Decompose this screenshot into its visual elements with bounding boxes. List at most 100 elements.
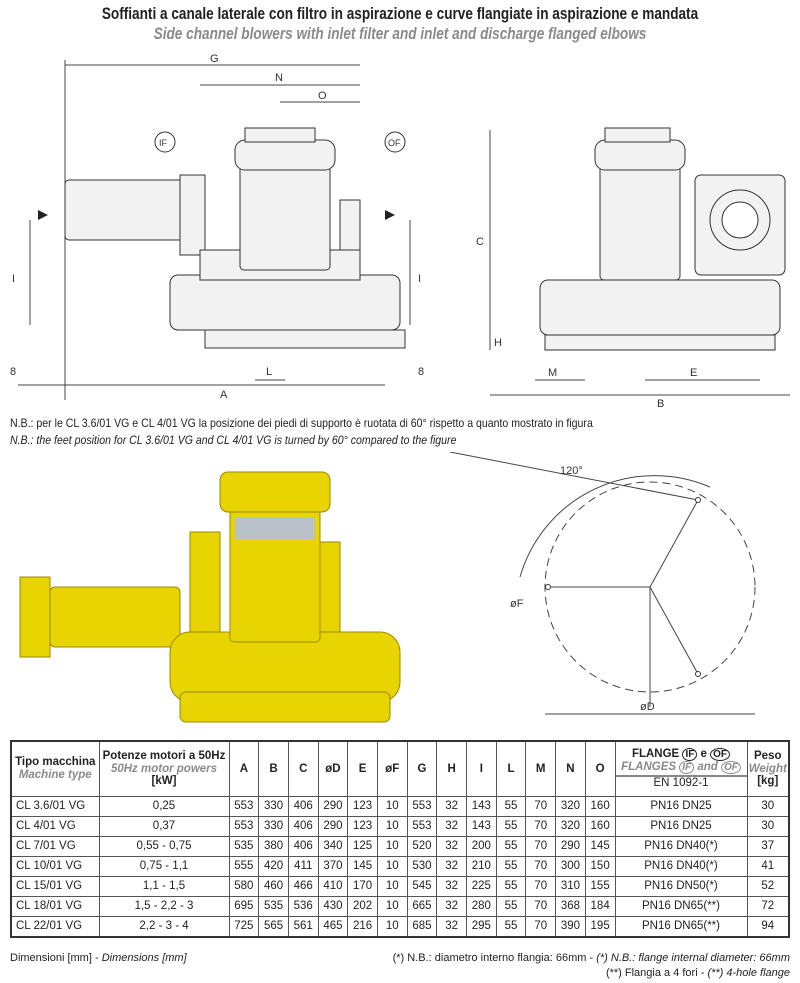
cell-dim: 370 — [317, 856, 349, 877]
cell-dim: 70 — [525, 896, 557, 917]
cell-dim: 32 — [436, 856, 467, 877]
dim-label-A: A — [220, 389, 228, 401]
cell-flange: PN16 DN50(*) — [614, 876, 748, 897]
col-N: N — [555, 740, 586, 797]
col-G: G — [406, 740, 438, 797]
cell-dim: 300 — [555, 856, 586, 877]
cell-dim: 295 — [466, 916, 497, 938]
cell-flange: PN16 DN40(*) — [614, 856, 748, 877]
cell-weight: 30 — [746, 816, 790, 837]
cell-dim: 320 — [555, 796, 586, 817]
cell-dim: 535 — [228, 836, 260, 857]
cell-dim: 170 — [347, 876, 378, 897]
cell-dim: 125 — [347, 836, 378, 857]
cell-dim: 555 — [228, 856, 260, 877]
col-oD: øD — [317, 740, 349, 797]
dim-label-N: N — [275, 72, 283, 84]
cell-dim: 55 — [495, 916, 527, 938]
cell-dim: 406 — [287, 796, 319, 817]
cell-dim: 10 — [376, 856, 408, 877]
cell-dim: 545 — [406, 876, 438, 897]
col-oF: øF — [376, 740, 408, 797]
cell-dim: 10 — [376, 896, 408, 917]
cell-dim: 420 — [258, 856, 289, 877]
cell-dim: 290 — [317, 816, 349, 837]
cell-flange: PN16 DN65(**) — [614, 896, 748, 917]
cell-dim: 10 — [376, 836, 408, 857]
cell-dim: 553 — [406, 816, 438, 837]
cell-dim: 55 — [495, 856, 527, 877]
page-title: Soffianti a canale laterale con filtro i… — [101, 4, 699, 23]
cell-dim: 430 — [317, 896, 349, 917]
cell-dim: 70 — [525, 816, 557, 837]
dim-label-oD: øD — [640, 701, 655, 713]
cell-dim: 184 — [584, 896, 616, 917]
dim-label-C: C — [476, 236, 484, 248]
cell-dim: 290 — [555, 836, 586, 857]
cell-dim: 225 — [466, 876, 497, 897]
col-E: E — [347, 740, 378, 797]
label-OF: OF — [388, 138, 401, 148]
cell-dim: 10 — [376, 916, 408, 938]
cell-power: 1,1 - 1,5 — [98, 876, 230, 897]
footnote-1: (*) N.B.: diametro interno flangia: 66mm… — [392, 952, 790, 964]
blower-front — [64, 127, 406, 349]
label-IF: IF — [159, 138, 168, 148]
dim-label-G: G — [210, 53, 219, 65]
cell-dim: 70 — [525, 856, 557, 877]
cell-weight: 37 — [746, 836, 790, 857]
cell-dim: 143 — [466, 796, 497, 817]
cell-dim: 195 — [584, 916, 616, 938]
cell-dim: 202 — [347, 896, 378, 917]
cell-dim: 553 — [406, 796, 438, 817]
cell-type: CL 10/01 VG — [10, 856, 100, 877]
angle-label: 120° — [560, 465, 583, 477]
feet-position-diagram: 120° øF øD — [449, 452, 756, 715]
cell-dim: 32 — [436, 796, 467, 817]
cell-weight: 72 — [746, 896, 790, 917]
col-O: O — [584, 740, 616, 797]
cell-power: 0,75 - 1,1 — [98, 856, 230, 877]
cell-dim: 685 — [406, 916, 438, 938]
cell-dim: 330 — [258, 796, 289, 817]
cell-flange: PN16 DN65(**) — [614, 916, 748, 938]
cell-dim: 553 — [228, 796, 260, 817]
cell-dim: 280 — [466, 896, 497, 917]
cell-dim: 553 — [228, 816, 260, 837]
cell-type: CL 22/01 VG — [10, 916, 100, 938]
col-I: I — [466, 740, 497, 797]
cell-dim: 32 — [436, 816, 467, 837]
note-english: N.B.: the feet position for CL 3.6/01 VG… — [10, 433, 457, 447]
cell-dim: 123 — [347, 796, 378, 817]
col-L: L — [495, 740, 527, 797]
cell-dim: 10 — [376, 796, 408, 817]
note-italian: N.B.: per le CL 3.6/01 VG e CL 4/01 VG l… — [10, 416, 593, 430]
cell-dim: 160 — [584, 816, 616, 837]
cell-dim: 310 — [555, 876, 586, 897]
col-flange: FLANGE IF e OF FLANGES IF and OF EN 1092… — [614, 740, 748, 797]
col-H: H — [436, 740, 467, 797]
cell-type: CL 7/01 VG — [10, 836, 100, 857]
cell-dim: 406 — [287, 836, 319, 857]
cell-dim: 32 — [436, 896, 467, 917]
cell-dim: 55 — [495, 816, 527, 837]
cell-dim: 390 — [555, 916, 586, 938]
cell-dim: 561 — [287, 916, 319, 938]
cell-dim: 150 — [584, 856, 616, 877]
cell-dim: 55 — [495, 796, 527, 817]
cell-weight: 52 — [746, 876, 790, 897]
cell-weight: 94 — [746, 916, 790, 938]
cell-flange: PN16 DN25 — [614, 796, 748, 817]
cell-dim: 406 — [287, 816, 319, 837]
cell-dim: 210 — [466, 856, 497, 877]
cell-dim: 340 — [317, 836, 349, 857]
col-C: C — [287, 740, 319, 797]
cell-dim: 520 — [406, 836, 438, 857]
col-M: M — [525, 740, 557, 797]
cell-dim: 10 — [376, 816, 408, 837]
